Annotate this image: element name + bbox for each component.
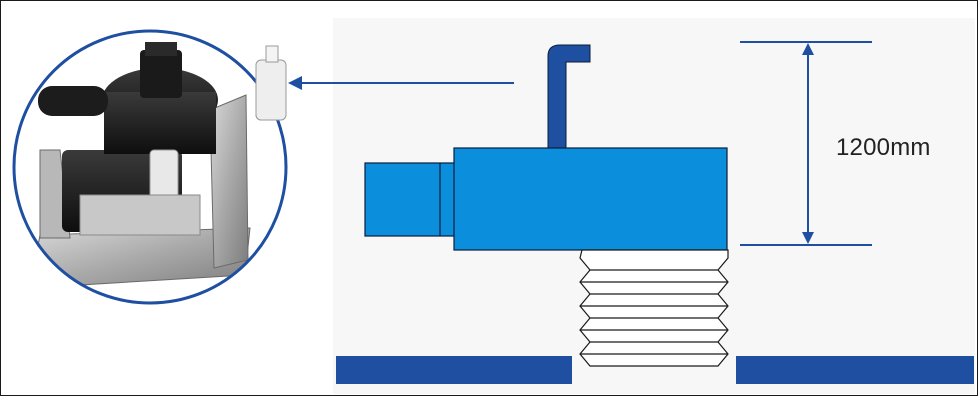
floor-left [336,356,572,384]
drain-pipe [547,44,591,149]
pump-main-block [453,147,728,251]
bellows-ribs [580,269,728,355]
floor-right [736,356,974,384]
height-label: 1200mm [836,134,931,161]
dimension-arrow-up [802,43,814,55]
dimension-arrow-down [802,232,814,244]
bellows [579,249,729,367]
pump-photo [12,29,288,305]
pump-inlet-block [364,162,458,237]
pointer-arrow [288,76,514,90]
pump-schematic [364,147,728,251]
photo-ring [12,29,288,305]
height-dimension [740,41,872,246]
